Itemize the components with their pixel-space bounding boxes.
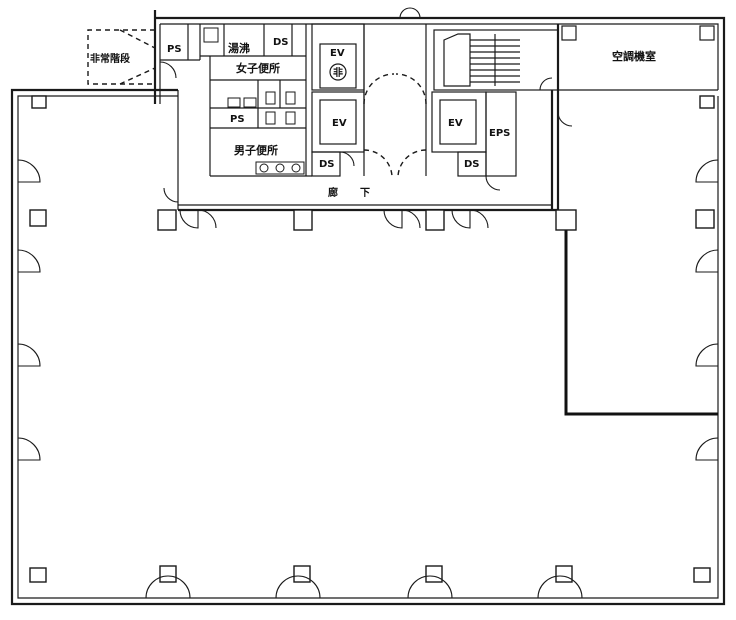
label-ev-emergency: EV xyxy=(330,48,345,59)
outer-walls xyxy=(10,10,726,606)
emergency-ev-mark xyxy=(329,63,347,81)
columns xyxy=(29,95,715,583)
label-stair-exit: 非常階段 xyxy=(90,52,130,65)
exterior-stair xyxy=(87,29,156,85)
label-ev-left: EV xyxy=(332,118,347,129)
label-ds-left: DS xyxy=(319,159,335,170)
label-eps: EPS xyxy=(489,128,510,139)
label-ds-top: DS xyxy=(273,37,289,48)
label-ev-emergency-mark: 非 xyxy=(333,66,343,79)
room-labels: 非常階段 PS 湯沸 DS EV 非 女子便所 PS EV EV EPS 男子便… xyxy=(90,37,656,199)
door-swings xyxy=(17,7,719,599)
label-ev-right: EV xyxy=(448,118,463,129)
core-partitions xyxy=(160,23,718,212)
label-womens-toilet: 女子便所 xyxy=(236,61,280,75)
label-mens-toilet: 男子便所 xyxy=(234,143,278,157)
office-division xyxy=(564,230,718,416)
label-ps-top: PS xyxy=(167,44,182,55)
label-ds-right: DS xyxy=(464,159,480,170)
label-kitchen: 湯沸 xyxy=(228,41,250,55)
label-corridor-2: 下 xyxy=(360,187,370,199)
label-corridor-1: 廊 xyxy=(328,186,338,199)
toilet-fixtures xyxy=(203,27,305,175)
stair-treads xyxy=(470,34,520,86)
label-machine-room: 空調機室 xyxy=(612,49,656,63)
label-ps-mid: PS xyxy=(230,114,245,125)
